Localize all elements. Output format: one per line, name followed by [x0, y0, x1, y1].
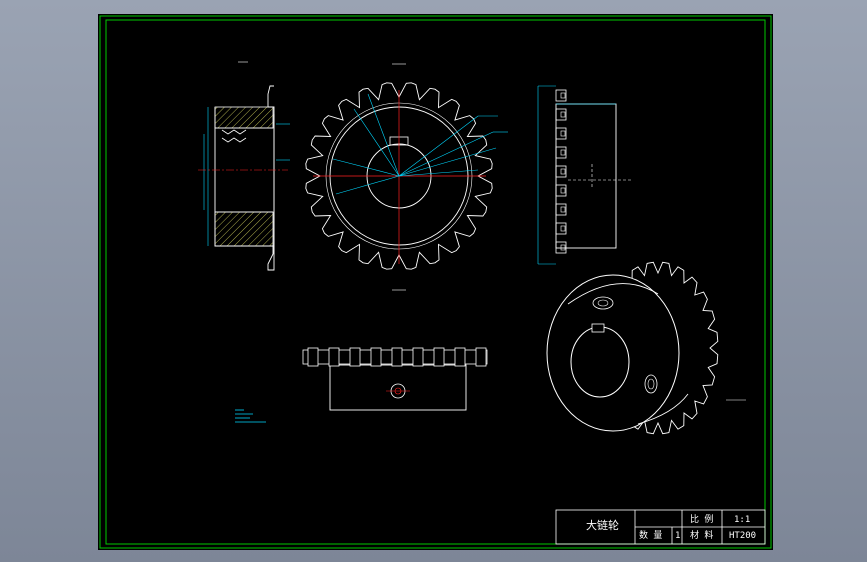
side-tooth-inner: [560, 92, 566, 99]
side-tooth: [555, 184, 567, 197]
side-tooth-inner: [560, 225, 566, 232]
side-tooth-inner: [560, 206, 566, 213]
top-chain-teeth: [302, 347, 488, 367]
top-tooth: [475, 347, 487, 367]
side-tooth-inner: [560, 130, 566, 137]
side-view: [537, 85, 633, 265]
side-tooth-inner: [560, 168, 566, 175]
inner-border: [105, 19, 766, 545]
keyway-mark: [221, 129, 247, 135]
side-tooth: [555, 203, 567, 216]
side-tooth: [555, 108, 567, 121]
top-tooth: [391, 347, 403, 367]
top-tooth: [349, 347, 361, 367]
side-tooth-inner: [560, 149, 566, 156]
front-view: [305, 63, 508, 291]
drawing-canvas: [99, 15, 772, 549]
technical-notes: [235, 399, 746, 423]
iso-screw-hole-top: [592, 296, 614, 310]
title-block: [555, 509, 766, 545]
part-name-label: 大链轮: [586, 519, 619, 532]
top-hub: [329, 364, 467, 411]
isometric-view: [546, 261, 719, 435]
top-tooth: [370, 347, 382, 367]
side-tooth: [555, 89, 567, 102]
top-tooth: [412, 347, 424, 367]
iso-screw-hole-side: [644, 374, 658, 394]
leader-lines: [332, 93, 508, 195]
material-value: HT200: [729, 531, 757, 541]
side-tooth-inner: [560, 111, 566, 118]
scale-label: 比 例: [690, 515, 714, 525]
section-view: [198, 61, 290, 271]
top-tooth: [307, 347, 319, 367]
top-tooth: [328, 347, 340, 367]
top-tooth: [433, 347, 445, 367]
section-outline: [214, 85, 275, 271]
hatch-lower: [214, 211, 274, 247]
side-tooth: [555, 146, 567, 159]
side-tooth: [555, 165, 567, 178]
side-tooth-inner: [560, 244, 566, 251]
material-label: 材 料: [690, 531, 714, 541]
side-tooth: [555, 241, 567, 254]
hatch-upper: [214, 106, 274, 129]
outer-border: [99, 15, 772, 549]
top-tooth: [454, 347, 466, 367]
drawing-sheet: 大链轮 比 例 1:1 数 量 1 材 料 HT200: [98, 14, 773, 550]
top-view: [302, 347, 488, 411]
quantity-value: 1: [675, 531, 681, 541]
quantity-label: 数 量: [639, 531, 663, 541]
iso-keyway: [591, 323, 605, 333]
side-tooth: [555, 222, 567, 235]
iso-bore: [570, 326, 630, 398]
scale-value: 1:1: [734, 515, 751, 525]
side-tooth-inner: [560, 187, 566, 194]
side-chain-teeth: [555, 89, 567, 254]
side-tooth: [555, 127, 567, 140]
